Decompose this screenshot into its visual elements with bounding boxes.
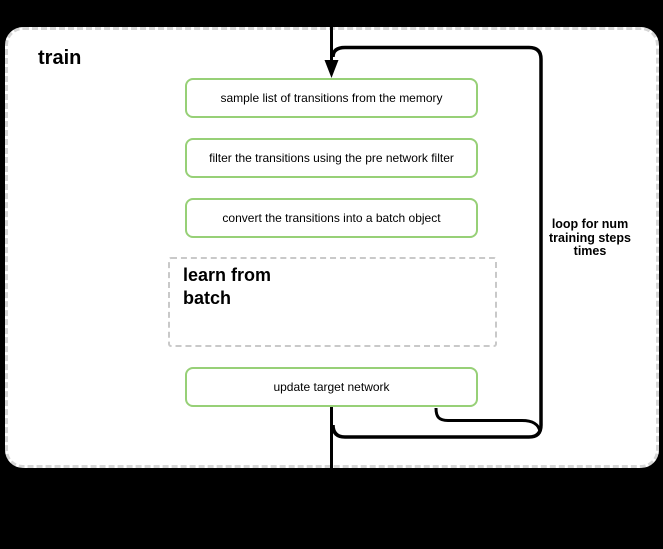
train-group-title: train: [38, 47, 82, 69]
step-convert-to-batch: convert the transitions into a batch obj…: [185, 198, 478, 238]
learn-from-batch-block: learn from batch: [168, 257, 497, 347]
step-sample-transitions: sample list of transitions from the memo…: [185, 78, 478, 118]
step-update-target-network: update target network: [185, 367, 478, 407]
step-filter-transitions: filter the transitions using the pre net…: [185, 138, 478, 178]
loop-annotation: loop for num training steps times: [549, 217, 631, 258]
